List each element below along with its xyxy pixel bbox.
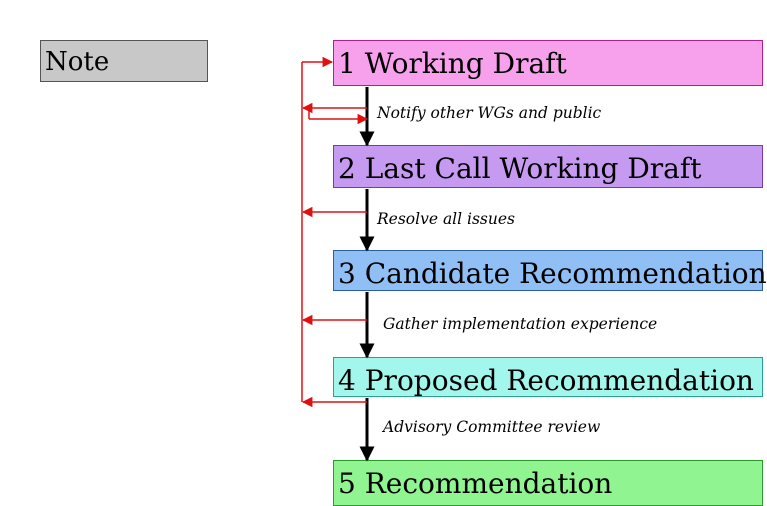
transition-label-notify: Notify other WGs and public <box>377 104 602 122</box>
stage-proposed-recommendation: 4 Proposed Recommendation <box>333 357 763 397</box>
stage-candidate-label: 3 Candidate Recommendation <box>338 257 767 290</box>
stage-last-call-working-draft: 2 Last Call Working Draft <box>333 145 763 188</box>
stage-recommendation: 5 Recommendation <box>333 460 763 506</box>
transition-label-gather: Gather implementation experience <box>383 315 658 333</box>
note-label: Note <box>45 47 110 77</box>
stage-recommendation-label: 5 Recommendation <box>338 467 613 500</box>
stage-last-call-label: 2 Last Call Working Draft <box>338 152 702 185</box>
flow-arrows <box>301 56 375 462</box>
stage-working-draft: 1 Working Draft <box>333 40 763 86</box>
stage-proposed-label: 4 Proposed Recommendation <box>338 364 754 397</box>
note-box: Note <box>40 40 208 82</box>
stage-candidate-recommendation: 3 Candidate Recommendation <box>333 250 767 291</box>
transition-label-review: Advisory Committee review <box>383 418 601 436</box>
stage-working-draft-label: 1 Working Draft <box>338 47 567 80</box>
transition-label-resolve: Resolve all issues <box>377 210 516 228</box>
